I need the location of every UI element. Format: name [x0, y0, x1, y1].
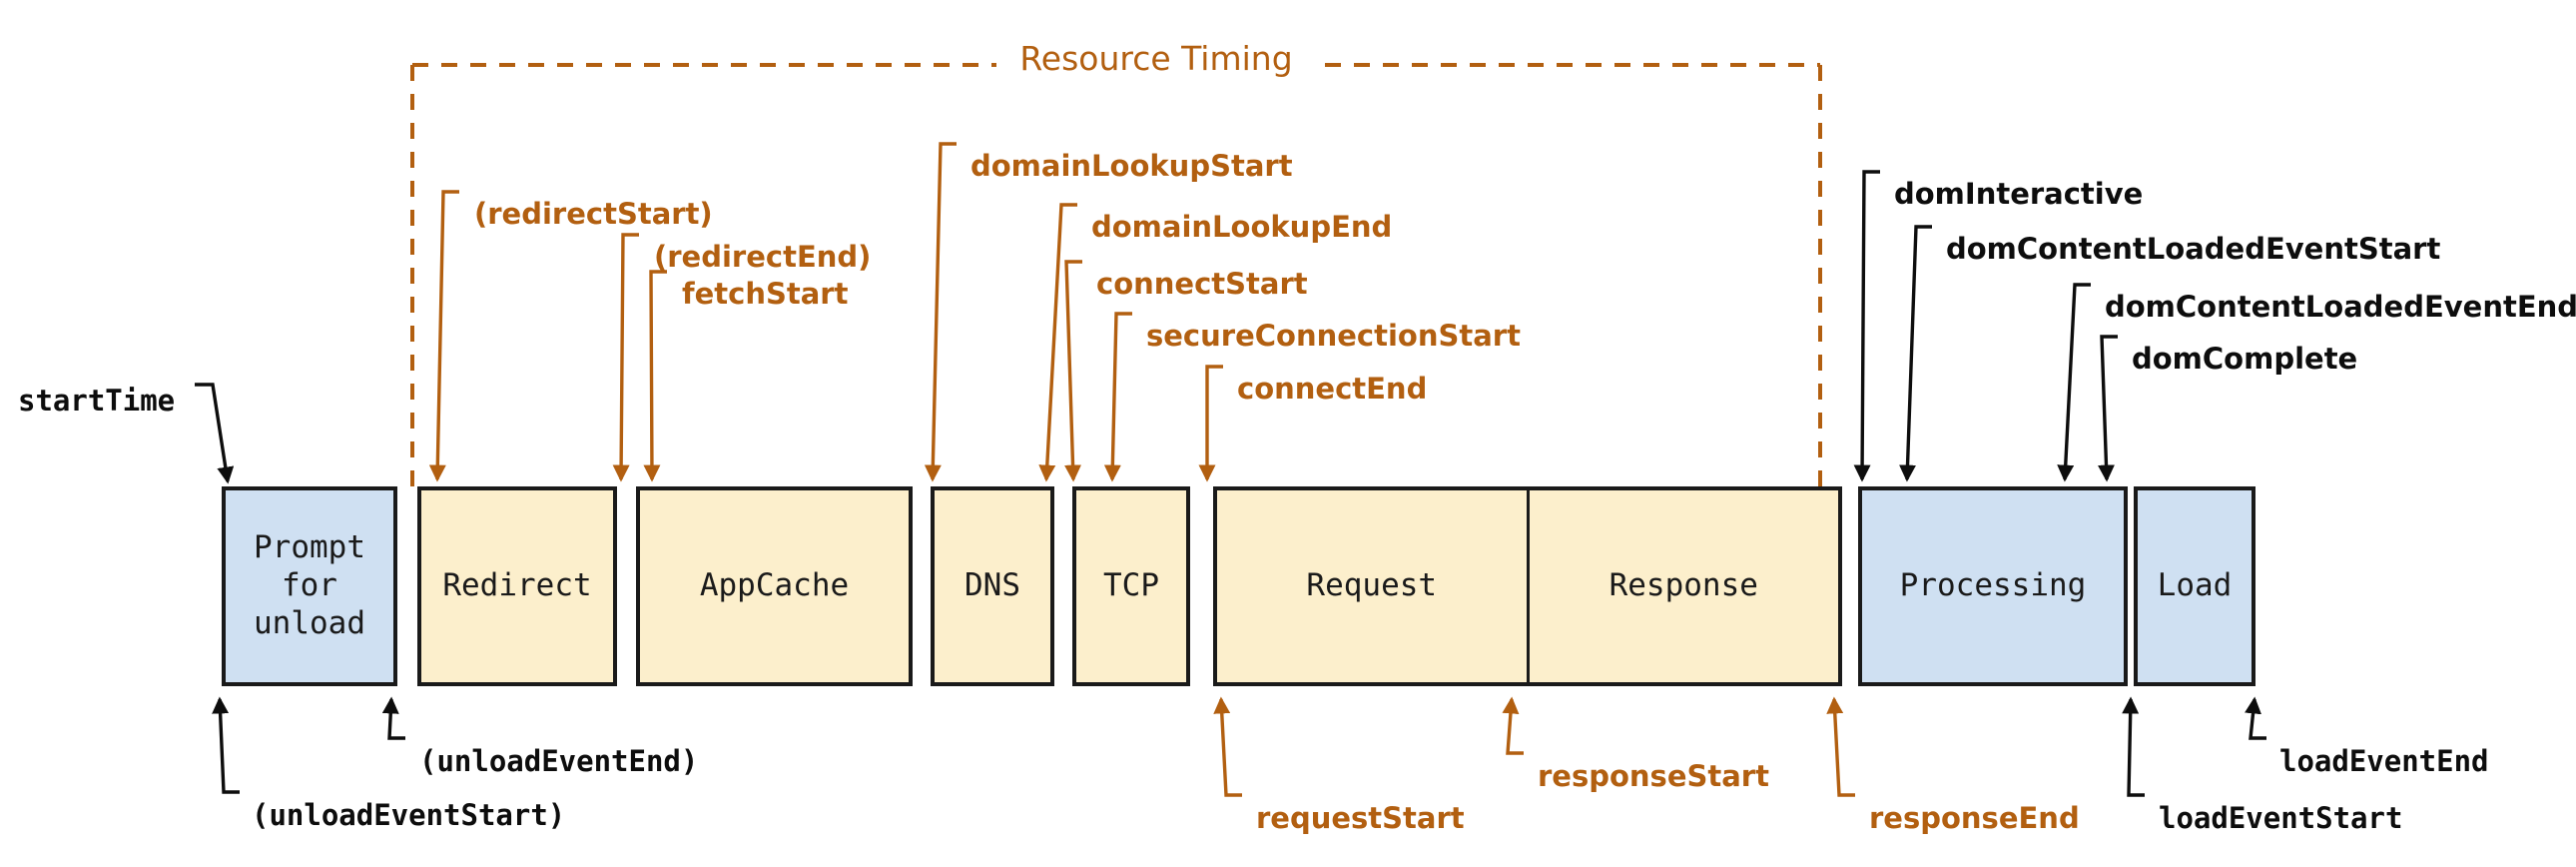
phase-label-tcp: TCP [1103, 567, 1159, 604]
phase-label-load: Load [2157, 567, 2233, 604]
phase-label-prompt-for-unload: Prompt for unload [254, 529, 365, 641]
phase-box-processing: Processing [1858, 486, 2128, 686]
callout-label-load-event-start: loadEventStart [2159, 801, 2403, 835]
phase-label-request: Request [1306, 567, 1438, 604]
callout-label-domain-lookup-end: domainLookupEnd [1091, 210, 1393, 244]
callout-label-secure-connection-start: secureConnectionStart [1146, 319, 1521, 353]
leader-line-unload-event-start [212, 696, 240, 794]
leader-line-connect-end [1198, 365, 1223, 482]
phase-box-redirect: Redirect [417, 486, 617, 686]
phase-box-appcache: AppCache [636, 486, 913, 686]
leader-line-redirect-end [612, 233, 639, 482]
leader-line-response-start [1502, 696, 1524, 755]
callout-label-dom-interactive: domInteractive [1894, 177, 2144, 211]
phase-box-prompt-for-unload: Prompt for unload [222, 486, 397, 686]
leader-line-dom-complete [2098, 335, 2118, 482]
phase-box-request-response: Request Response [1213, 486, 1842, 686]
leader-line-dom-interactive [1853, 170, 1880, 482]
phase-label-processing: Processing [1899, 567, 2087, 604]
leader-line-response-end [1826, 696, 1855, 797]
leader-line-domain-lookup-start [924, 142, 957, 482]
callout-label-request-start: requestStart [1256, 801, 1465, 835]
callout-label-load-event-end: loadEventEnd [2279, 744, 2489, 778]
callout-label-fetch-start: fetchStart [682, 277, 849, 311]
callout-label-response-start: responseStart [1538, 759, 1769, 793]
phase-label-redirect: Redirect [442, 567, 592, 604]
phase-box-dns: DNS [931, 486, 1054, 686]
callout-label-redirect-end: (redirectEnd) [654, 240, 872, 274]
leader-line-unload-event-end [381, 696, 405, 740]
callout-label-start-time: startTime [18, 384, 176, 418]
resource-timing-bracket-label: Resource Timing [996, 42, 1316, 75]
leader-line-start-time [195, 383, 235, 484]
leader-line-domain-lookup-end [1038, 203, 1077, 482]
callout-label-connect-end: connectEnd [1237, 372, 1428, 406]
callout-label-redirect-start: (redirectStart) [474, 197, 713, 231]
callout-label-unload-event-start: (unloadEventStart) [252, 798, 566, 832]
leader-line-connect-start [1064, 260, 1082, 482]
phase-box-tcp: TCP [1072, 486, 1190, 686]
leader-line-secure-connection-start [1103, 312, 1132, 482]
callout-label-response-end: responseEnd [1869, 801, 2080, 835]
leader-line-dom-content-loaded-end [2057, 283, 2091, 482]
phase-label-response: Response [1609, 567, 1758, 604]
phase-box-load: Load [2134, 486, 2255, 686]
phase-box-request: Request [1217, 490, 1530, 682]
phase-label-dns: DNS [965, 567, 1020, 604]
leader-line-load-event-start [2122, 696, 2145, 797]
leader-line-redirect-start [428, 190, 459, 482]
phase-label-appcache: AppCache [699, 567, 850, 604]
callout-label-unload-event-end: (unloadEventEnd) [419, 744, 699, 778]
leader-line-dom-content-loaded-start [1899, 225, 1932, 482]
callout-label-dom-complete: domComplete [2132, 342, 2358, 376]
callout-label-connect-start: connectStart [1096, 267, 1308, 301]
callout-label-dom-content-loaded-end: domContentLoadedEventEnd [2105, 290, 2576, 324]
leader-line-fetch-start [643, 270, 667, 482]
leader-line-load-event-end [2245, 696, 2266, 740]
phase-box-response: Response [1530, 490, 1839, 682]
leader-line-request-start [1213, 696, 1242, 797]
callout-label-domain-lookup-start: domainLookupStart [970, 149, 1293, 183]
callout-label-dom-content-loaded-start: domContentLoadedEventStart [1946, 232, 2441, 266]
